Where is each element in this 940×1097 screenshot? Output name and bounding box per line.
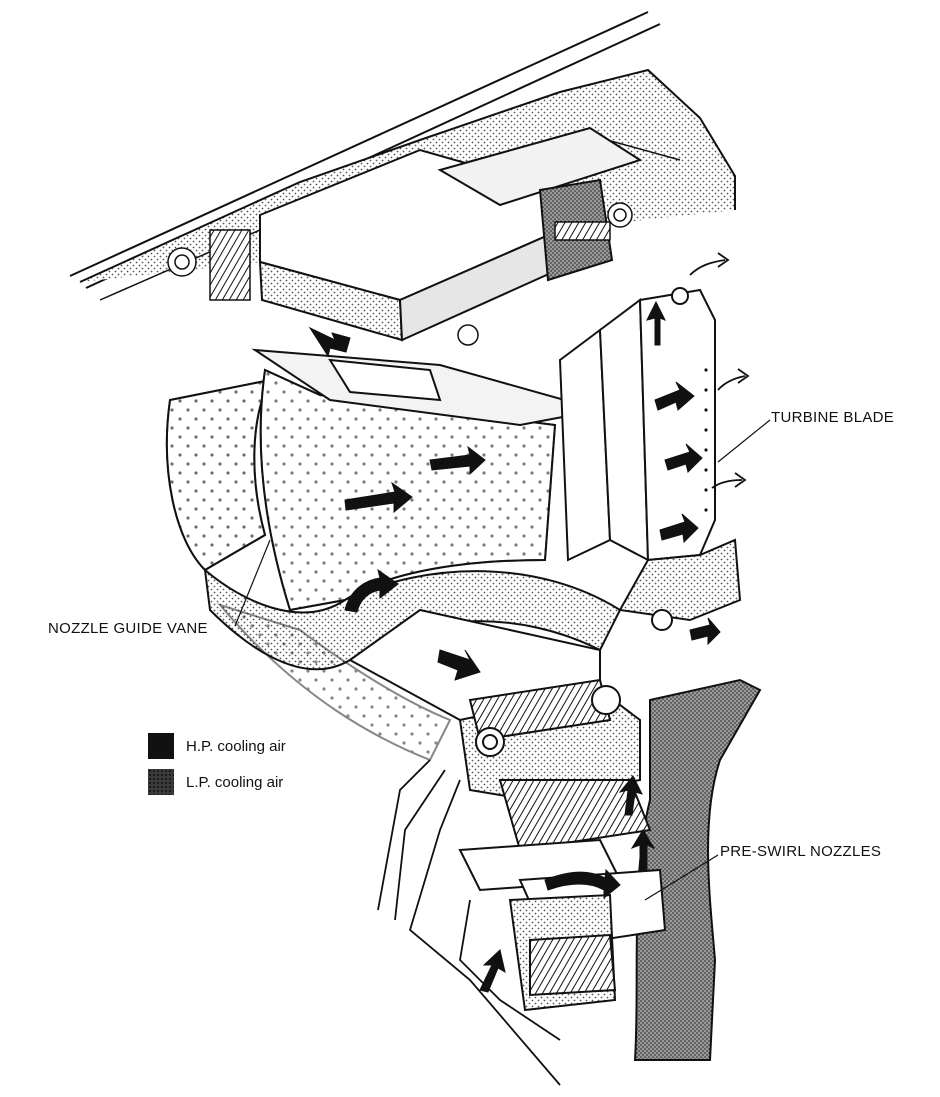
turbine-blades xyxy=(558,287,742,631)
turbine-disc xyxy=(458,678,762,1061)
outlet-arrows xyxy=(689,252,750,489)
hp-legend-text: H.P. cooling air xyxy=(186,737,286,755)
leader-lines xyxy=(234,419,771,901)
legend-hp: H.P. cooling air xyxy=(148,733,286,759)
cooling-air-arrows xyxy=(308,300,721,993)
hp-swatch xyxy=(148,733,174,759)
lp-legend-text: L.P. cooling air xyxy=(186,773,284,791)
nozzle-guide-vane-label: NOZZLE GUIDE VANE xyxy=(48,620,208,637)
casing-bolts xyxy=(167,202,633,346)
blade-cooling-holes xyxy=(704,368,708,512)
legend-lp: L.P. cooling air xyxy=(148,769,283,795)
pre-swirl-nozzles-label: PRE-SWIRL NOZZLES xyxy=(720,843,882,860)
nozzle-guide-vane xyxy=(165,348,601,612)
lp-swatch xyxy=(148,769,174,795)
inner-casing-lines xyxy=(377,759,561,1086)
turbine-blade-label: TURBINE BLADE xyxy=(771,409,895,426)
